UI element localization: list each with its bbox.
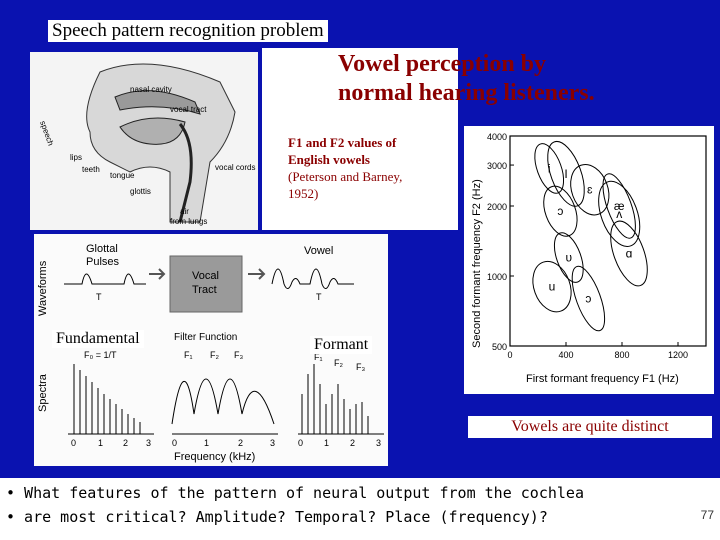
anatomy-label: vocal tract <box>170 105 207 114</box>
chart-ylabel: Second formant frequency F2 (Hz) <box>471 179 483 348</box>
vowel-region <box>547 140 585 207</box>
freq-tick: 3 <box>146 438 151 448</box>
caption-line: F1 and F2 values of <box>288 135 397 150</box>
y-tick-label: 2000 <box>487 202 507 212</box>
freq-tick: 2 <box>238 438 243 448</box>
fundamental-label: Fundamental <box>52 330 144 348</box>
x-tick-label: 400 <box>558 350 573 360</box>
vowel-symbol: ɔ <box>557 204 563 218</box>
f0-label: F₀ = 1/T <box>84 350 117 360</box>
anatomy-label: glottis <box>130 187 151 196</box>
freq-tick: 2 <box>123 438 128 448</box>
y-tick-label: 1000 <box>487 272 507 282</box>
formant-label: F₁ <box>184 350 193 360</box>
caption-line: English vowels <box>288 152 370 167</box>
vowel-symbol: υ <box>566 251 573 265</box>
freq-tick: 3 <box>270 438 275 448</box>
anatomy-label: vocal cords <box>215 163 255 172</box>
caption-line: 1952) <box>288 186 319 201</box>
question-line: • are most critical? Amplitude? Temporal… <box>6 508 548 526</box>
x-tick-label: 1200 <box>668 350 688 360</box>
vowels-distinct-caption: Vowels are quite distinct <box>468 416 712 438</box>
y-tick-label: 4000 <box>487 132 507 142</box>
vowel-symbol: i <box>548 161 551 175</box>
subtitle-line: normal hearing listeners. <box>338 80 595 106</box>
period-label: T <box>96 292 102 302</box>
freq-tick: 0 <box>298 438 303 448</box>
pulses-label: Pulses <box>86 256 120 268</box>
anatomy-label: teeth <box>82 165 100 174</box>
page-number: 77 <box>700 508 714 522</box>
vowel-formant-chart: Second formant frequency F2 (Hz) First f… <box>464 126 714 394</box>
spectra-row-label: Spectra <box>37 373 49 412</box>
vocal-anatomy-diagram: nasal cavity vocal tract speech lips tee… <box>30 52 258 230</box>
vowel-symbol: I <box>564 167 567 181</box>
formant-label: Formant <box>310 336 373 354</box>
formant-label: F₃ <box>356 362 365 372</box>
subtitle-line: Vowel perception by <box>338 51 547 77</box>
chart-xlabel: First formant frequency F1 (Hz) <box>526 373 679 385</box>
vowel-symbol: ɛ <box>587 183 593 197</box>
x-tick-label: 800 <box>614 350 629 360</box>
freq-tick: 0 <box>172 438 177 448</box>
vowel-symbol: u <box>549 280 556 294</box>
freq-tick: 0 <box>71 438 76 448</box>
period-label: T <box>316 292 322 302</box>
formant-label: F₁ <box>314 352 323 362</box>
formant-label: F₂ <box>334 358 343 368</box>
formant-label: F₂ <box>210 350 219 360</box>
tract-label: Tract <box>192 284 217 296</box>
freq-tick: 1 <box>98 438 103 448</box>
freq-tick: 1 <box>204 438 209 448</box>
waveforms-row-label: Waveforms <box>37 260 49 316</box>
y-tick-label: 500 <box>492 342 507 352</box>
filter-function-label: Filter Function <box>174 332 237 343</box>
slide-subtitle: Vowel perception by normal hearing liste… <box>338 50 595 108</box>
caption-line: (Peterson and Barney, <box>288 169 403 184</box>
freq-tick: 1 <box>324 438 329 448</box>
anatomy-label: from lungs <box>170 217 207 226</box>
x-tick-label: 0 <box>507 350 512 360</box>
vowel-symbol: ɑ <box>626 246 633 260</box>
anatomy-label: lips <box>70 153 82 162</box>
vowel-symbol: ɔ <box>585 292 591 306</box>
anatomy-label: air <box>180 207 189 216</box>
vocal-label: Vocal <box>192 270 219 282</box>
vowel-region <box>571 265 606 332</box>
vowel-region <box>532 260 572 313</box>
vowel-region <box>602 173 636 239</box>
vowel-region <box>610 220 648 287</box>
y-tick-label: 3000 <box>487 161 507 171</box>
anatomy-label: tongue <box>110 171 135 180</box>
freq-tick: 2 <box>350 438 355 448</box>
question-line: • What features of the pattern of neural… <box>6 484 584 502</box>
formant-label: F₃ <box>234 350 243 360</box>
subtitle-background <box>262 48 458 230</box>
vowel-region <box>598 180 641 247</box>
vowel-label: Vowel <box>304 245 333 257</box>
frequency-axis-label: Frequency (kHz) <box>174 451 255 463</box>
question-box: • What features of the pattern of neural… <box>0 478 720 540</box>
vowel-region <box>553 232 584 283</box>
vowel-region <box>570 164 610 216</box>
glottal-label: Glottal <box>86 243 118 255</box>
slide-title: Speech pattern recognition problem <box>48 20 328 42</box>
freq-tick: 3 <box>376 438 381 448</box>
vowel-symbol: æ <box>614 199 625 213</box>
vowel-symbol: ʌ <box>616 207 622 221</box>
chart-caption: F1 and F2 values of English vowels (Pete… <box>288 134 402 202</box>
anatomy-label: nasal cavity <box>130 85 172 94</box>
